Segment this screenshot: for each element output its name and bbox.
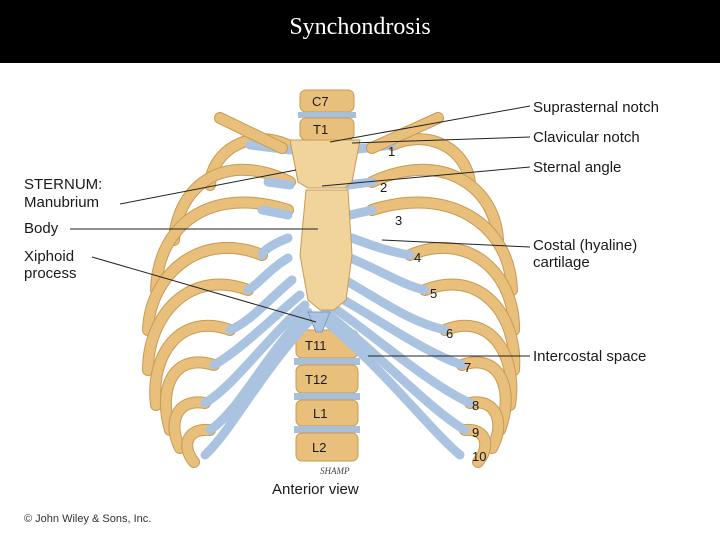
label-body: Body [24,220,59,237]
rib-number-3: 3 [395,213,402,228]
vertebra-l2: L2 [312,440,326,455]
label-clavicular-notch: Clavicular notch [533,129,640,146]
sternum [289,139,361,333]
rib-number-2: 2 [380,180,387,195]
rib-number-9: 9 [472,425,479,440]
ribs-left [142,133,296,468]
rib-number-1: 1 [388,144,395,159]
rib-number-4: 4 [414,250,421,265]
label-xiphoid-line2: process [24,265,77,282]
label-xiphoid-line1: Xiphoid [24,248,74,265]
artist-signature: SHAMP [320,466,350,476]
xiphoid-process [307,311,331,333]
vertebra-l1: L1 [313,406,327,421]
leader-lines [70,105,531,357]
copyright-notice: © John Wiley & Sons, Inc. [24,513,151,525]
rib-number-7: 7 [464,360,471,375]
costal-cartilage-left [200,140,317,460]
label-intercostal-space: Intercostal space [533,348,646,365]
vertebral-column [294,89,360,462]
label-sternum: STERNUM: [24,176,102,193]
rib-number-5: 5 [430,286,437,301]
label-sternal-angle: Sternal angle [533,159,621,176]
vertebra-t11: T11 [305,338,326,353]
label-manubrium: Manubrium [24,194,99,211]
vertebra-c7: C7 [312,94,329,109]
rib-number-6: 6 [446,326,453,341]
view-caption: Anterior view [272,481,359,498]
costal-cartilage-right [317,140,475,460]
label-suprasternal-notch: Suprasternal notch [533,99,659,116]
label-costal-cartilage-line1: Costal (hyaline) [533,237,637,254]
sternum-body [299,189,353,311]
slide-title: Synchondrosis [289,14,431,40]
label-costal-cartilage-line2: cartilage [533,254,590,271]
vertebra-t1: T1 [313,122,328,137]
rib-number-8: 8 [472,398,479,413]
vertebra-t12: T12 [305,372,327,387]
rib-number-10: 10 [472,449,486,464]
ribs-right [366,133,521,468]
manubrium [289,139,361,189]
title-bar: Synchondrosis [0,0,720,63]
